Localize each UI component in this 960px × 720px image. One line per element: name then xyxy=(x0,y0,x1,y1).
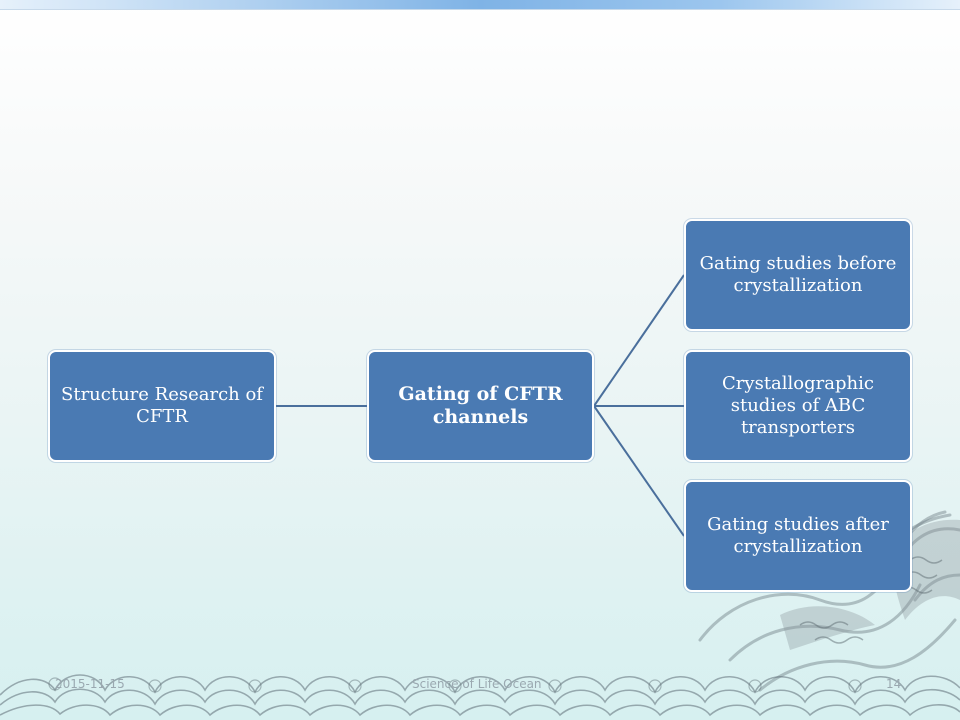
node-label: Gating studies before crystallization xyxy=(699,253,897,296)
page-number: 14 xyxy=(886,677,902,691)
footer-title: Science of Life Ocean xyxy=(412,677,542,691)
node-crystallographic: Crystallographic studies of ABC transpor… xyxy=(684,350,912,462)
node-label: Structure Research of CFTR xyxy=(61,384,263,427)
footer-date: 2015-11-15 xyxy=(55,677,125,691)
connector-middle-child-3 xyxy=(593,405,685,537)
node-label: Crystallographic studies of ABC transpor… xyxy=(722,373,874,438)
node-label: Gating studies after crystallization xyxy=(707,514,889,557)
top-divider xyxy=(0,9,960,10)
node-gating-before: Gating studies before crystallization xyxy=(684,219,912,331)
node-gating-cftr: Gating of CFTR channels xyxy=(367,350,594,462)
wave-border xyxy=(0,674,960,717)
top-accent-bar xyxy=(0,0,960,9)
connector-middle-child-1 xyxy=(593,274,685,407)
node-structure-research: Structure Research of CFTR xyxy=(48,350,276,462)
node-label: Gating of CFTR channels xyxy=(398,382,563,428)
node-gating-after: Gating studies after crystallization xyxy=(684,480,912,592)
